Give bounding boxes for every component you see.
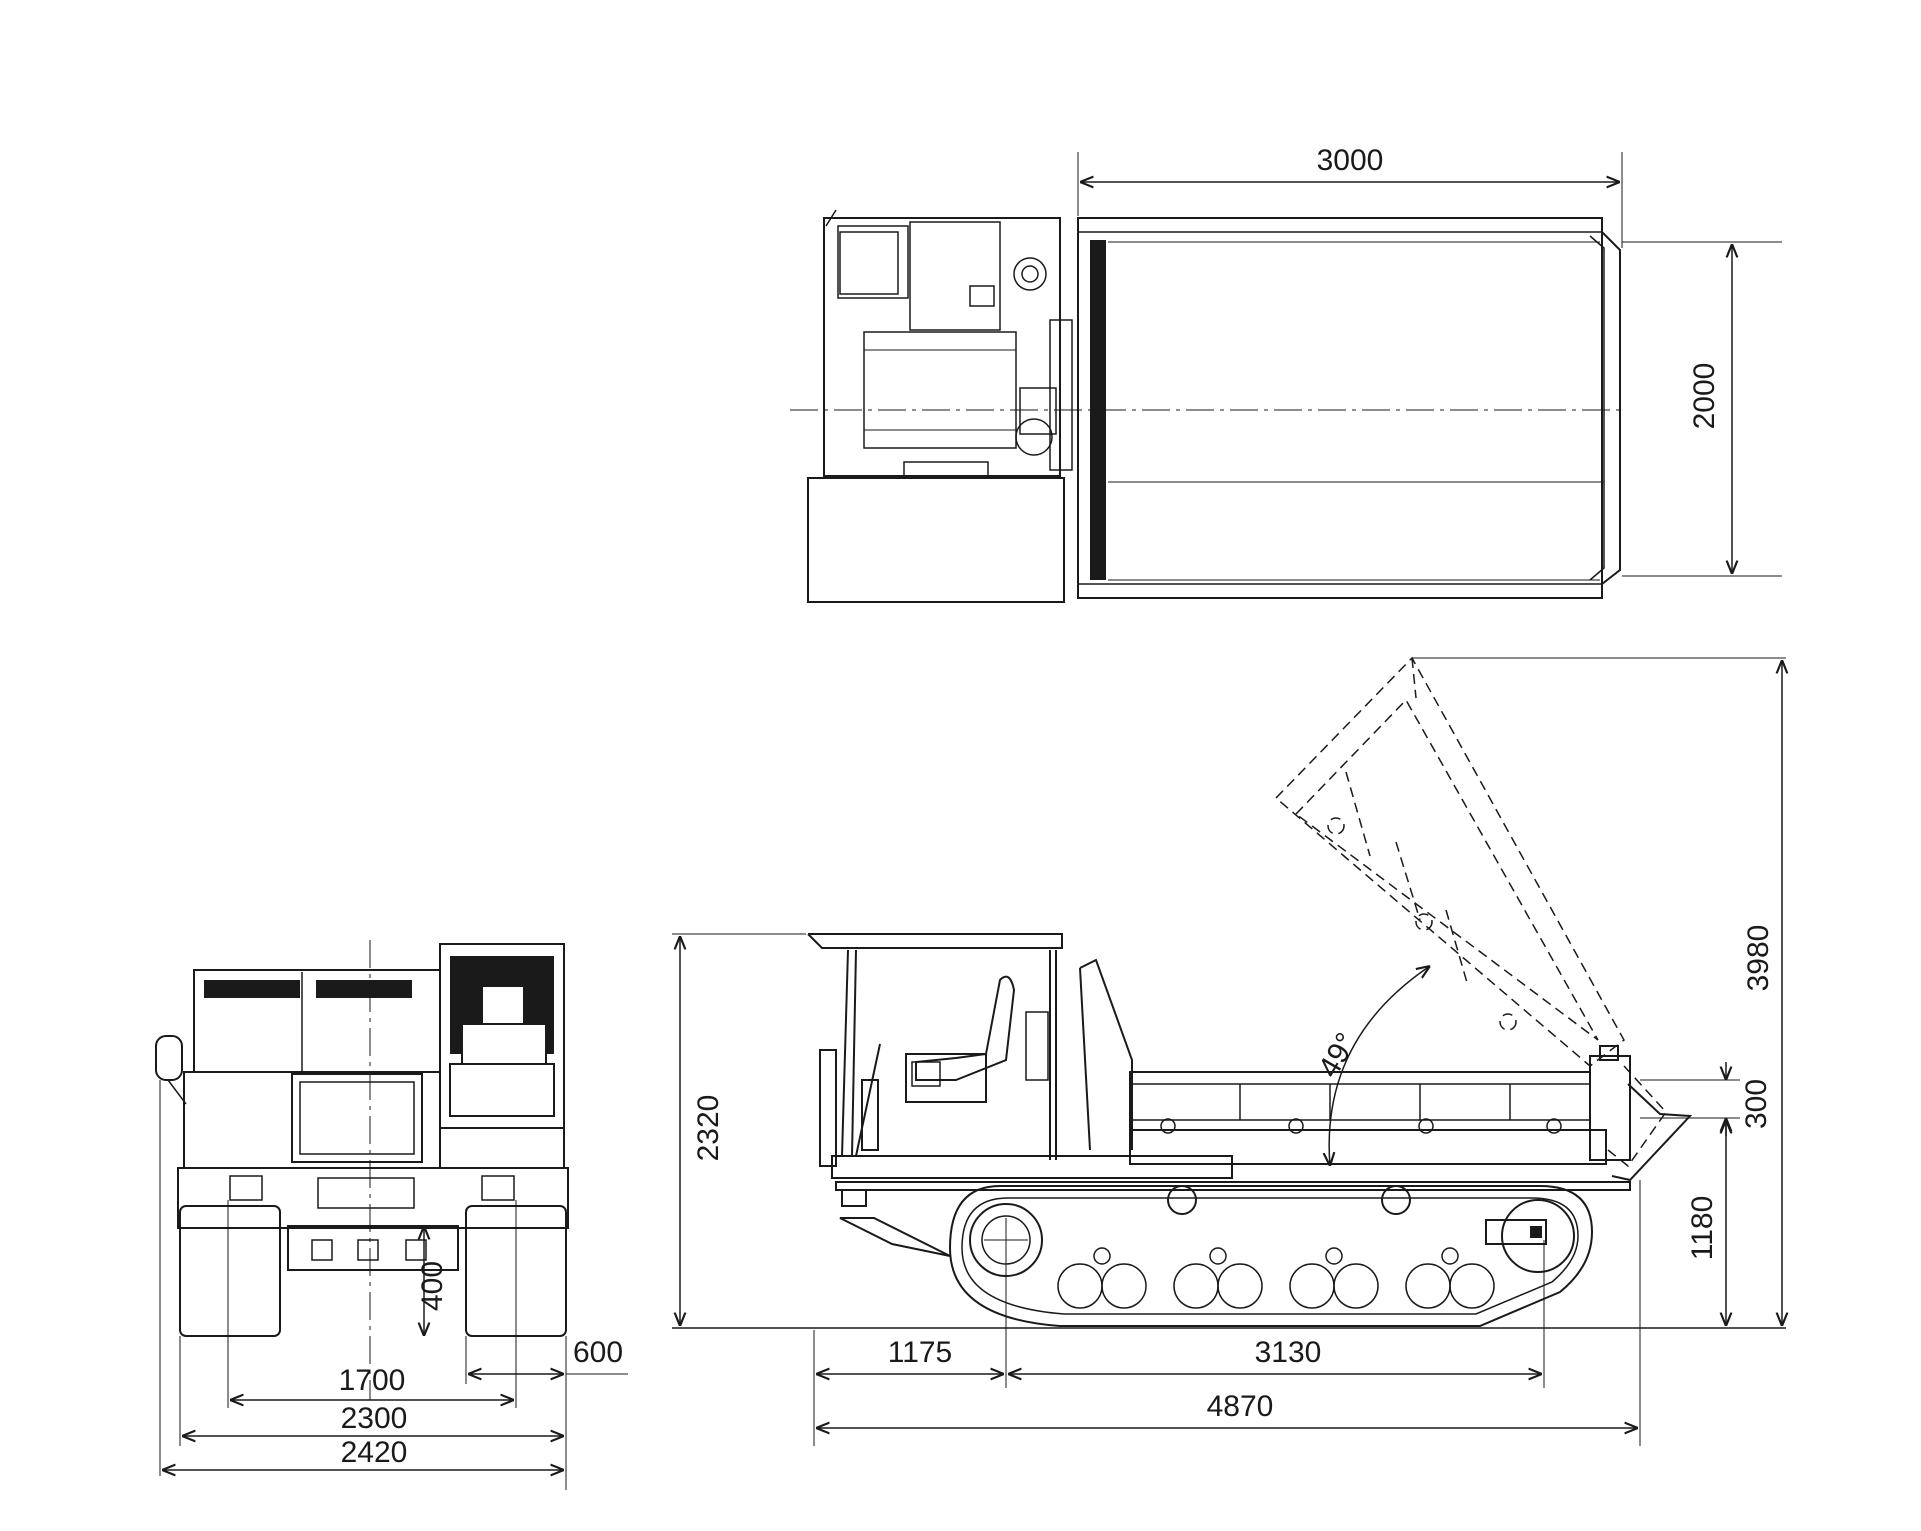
dim-front-track-width: 600: [573, 1336, 623, 1369]
dim-front-track-gauge: 1700: [339, 1364, 406, 1397]
dim-side-tailgate-offset: 300: [1740, 1079, 1773, 1129]
dim-side-bed-height: 1180: [1686, 1196, 1719, 1261]
dim-top-bed-length: 3000: [1317, 144, 1384, 177]
dim-side-front-overhang: 1175: [888, 1336, 953, 1369]
dim-side-cab-height: 2320: [692, 1095, 725, 1162]
dim-front-ground-clearance: 400: [416, 1261, 449, 1311]
dim-dump-angle: 49°: [1312, 1027, 1363, 1083]
dim-side-overall-height: 3980: [1742, 925, 1775, 992]
dim-side-track-length: 3130: [1255, 1336, 1322, 1369]
dim-top-bed-width: 2000: [1688, 363, 1721, 430]
side-view: 49° 2320 3980 300 1180 1175 3130 4870: [672, 656, 1786, 1446]
front-view: 400 600 1700 2300 2420: [155, 940, 628, 1490]
dim-side-overall-length: 4870: [1207, 1390, 1274, 1423]
dim-front-track-overall: 2300: [341, 1402, 408, 1435]
dim-front-overall-width: 2420: [341, 1436, 408, 1469]
top-view: 3000 2000: [790, 144, 1782, 603]
